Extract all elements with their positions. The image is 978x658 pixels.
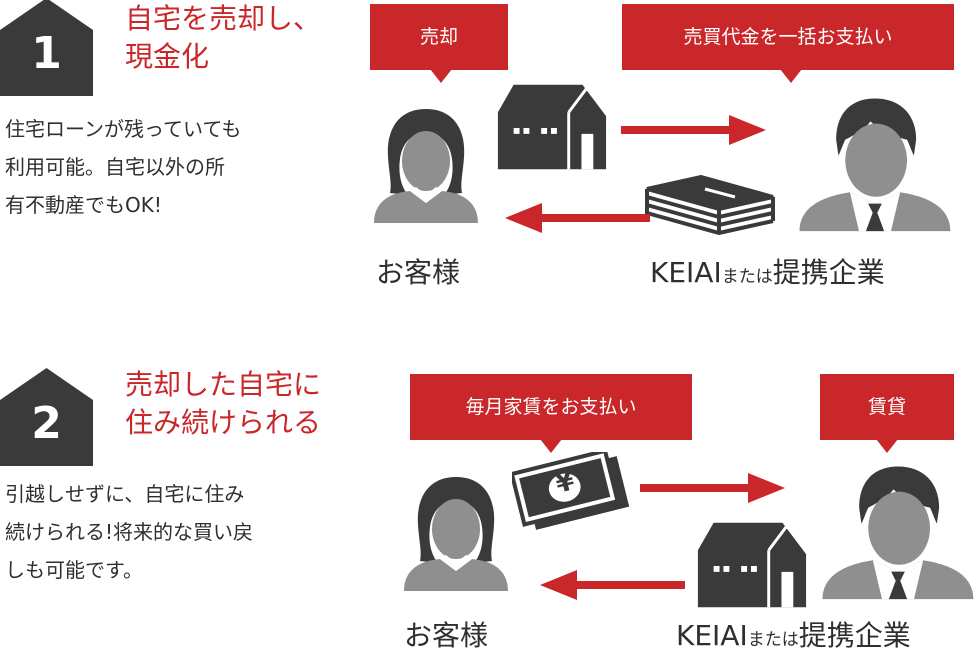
step-title-line: 売却した自宅に bbox=[125, 368, 322, 401]
speech-bubble-left: 売却 bbox=[370, 4, 508, 83]
step-badge: 2 bbox=[0, 368, 93, 466]
woman-icon bbox=[366, 92, 486, 234]
bubble-tail bbox=[780, 69, 802, 83]
description-line: 住宅ローンが残っていても bbox=[5, 117, 242, 141]
step-number: 2 bbox=[31, 398, 62, 449]
step-title: 売却した自宅に 住み続けられる bbox=[125, 366, 321, 442]
company-label: KEIAIまたは提携企業 bbox=[650, 255, 885, 295]
step-1: 1 自宅を売却し、 現金化 住宅ローンが残っていても 利用可能。自宅以外の所 有… bbox=[0, 0, 978, 327]
company-connector: または bbox=[747, 630, 799, 650]
woman-icon bbox=[396, 460, 516, 602]
yen-bills-icon: ¥ bbox=[512, 452, 632, 532]
description-line: 引越しせずに、自宅に住み bbox=[5, 482, 245, 506]
house-icon bbox=[492, 82, 610, 172]
company-name: KEIAI bbox=[676, 619, 748, 652]
step-number: 1 bbox=[31, 28, 62, 79]
company-partner: 提携企業 bbox=[772, 256, 885, 289]
arrow-left-icon bbox=[540, 570, 685, 600]
bubble-tail bbox=[540, 439, 562, 453]
step-title-line: 自宅を売却し、 bbox=[125, 2, 322, 35]
description-line: 利用可能。自宅以外の所 bbox=[5, 155, 225, 179]
speech-bubble-left: 毎月家賃をお支払い bbox=[410, 374, 692, 453]
bubble-text: 売買代金を一括お支払い bbox=[683, 26, 893, 48]
company-name: KEIAI bbox=[650, 256, 722, 289]
bubble-tail bbox=[876, 439, 898, 453]
arrow-left-icon bbox=[505, 203, 650, 233]
step-badge: 1 bbox=[0, 0, 93, 96]
step-title-line: 住み続けられる bbox=[125, 406, 322, 439]
step-description: 引越しせずに、自宅に住み 続けられる!将来的な買い戻 しも可能です。 bbox=[5, 475, 253, 589]
company-partner: 提携企業 bbox=[798, 619, 911, 652]
businessman-icon bbox=[795, 90, 955, 235]
company-connector: または bbox=[721, 267, 773, 287]
company-label: KEIAIまたは提携企業 bbox=[676, 618, 911, 658]
step-title: 自宅を売却し、 現金化 bbox=[125, 0, 321, 76]
arrow-right-icon bbox=[621, 115, 766, 145]
step-description: 住宅ローンが残っていても 利用可能。自宅以外の所 有不動産でもOK! bbox=[5, 110, 241, 224]
businessman-icon bbox=[818, 458, 978, 603]
step-badge-shape bbox=[0, 368, 93, 466]
step-title-line: 現金化 bbox=[125, 40, 210, 73]
house-icon bbox=[692, 520, 810, 610]
description-line: 続けられる!将来的な買い戻 bbox=[5, 520, 254, 544]
bubble-text: 賃貸 bbox=[867, 396, 906, 418]
customer-label: お客様 bbox=[376, 256, 461, 289]
arrow-right-icon bbox=[640, 473, 785, 503]
description-line: 有不動産でもOK! bbox=[5, 193, 162, 217]
description-line: しも可能です。 bbox=[5, 558, 143, 582]
bubble-tail bbox=[430, 69, 452, 83]
bubble-text: 毎月家賃をお支払い bbox=[465, 396, 637, 418]
speech-bubble-right: 売買代金を一括お支払い bbox=[622, 4, 954, 83]
step-2: 2 売却した自宅に 住み続けられる 引越しせずに、自宅に住み 続けられる!将来的… bbox=[0, 340, 978, 654]
customer-label: お客様 bbox=[404, 619, 489, 652]
step-badge-shape bbox=[0, 0, 93, 96]
bubble-text: 売却 bbox=[419, 26, 458, 48]
speech-bubble-right: 賃貸 bbox=[820, 374, 954, 453]
money-stack-icon bbox=[645, 175, 775, 235]
